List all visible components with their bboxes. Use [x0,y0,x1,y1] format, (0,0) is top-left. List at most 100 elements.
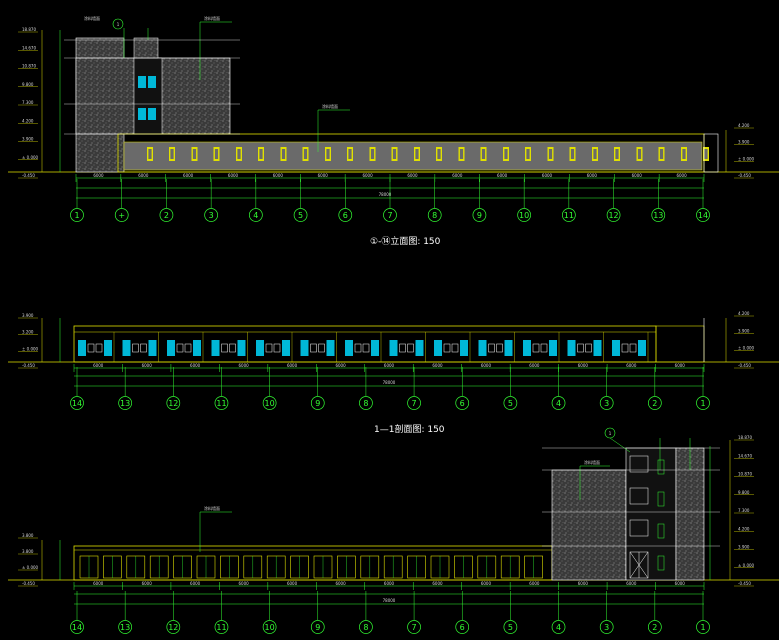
axis-bubble [551,396,566,410]
callout-label: 1 [117,22,120,27]
overall-dimension: 78000 [383,598,396,603]
segment-dimension: 6000 [542,173,553,178]
level-label: 3.900 [22,313,34,318]
annotation-label: 涂料墙面 [204,505,220,511]
segment-dimension: 6000 [287,581,298,586]
axis-bubble [517,208,531,222]
door [167,340,175,356]
axis-label: 9 [315,623,320,632]
level-label: -0.450 [738,173,751,178]
axis-bubble [647,396,662,410]
axis-label: 4 [556,623,561,632]
level-label: 3.900 [738,140,750,145]
door [460,340,468,356]
segment-dimension: 6000 [287,363,298,368]
axis-bubble [647,620,662,634]
segment-dimension: 6000 [578,581,589,586]
axis-label: 10 [519,211,529,220]
axis-label: 1 [700,623,705,632]
door [193,340,201,356]
axis-bubble [562,208,576,222]
axis-bubble [359,620,373,634]
level-label: ± 0.000 [738,563,755,568]
axis-bubble [696,620,710,634]
segment-dimension: 6000 [384,581,395,586]
segment-dimension: 6000 [228,173,239,178]
door [415,340,424,356]
level-label: ± 0.000 [22,155,39,160]
level-label: 10.870 [22,64,36,69]
level-label: 3.900 [738,545,750,550]
axis-label: 3 [604,623,609,632]
door [567,340,576,356]
axis-label: 9 [477,211,482,220]
drawing-title: 1—1剖面图: 150 [374,423,445,435]
segment-dimension: 6000 [676,173,687,178]
axis-label: 12 [168,623,178,632]
axis-label: 2 [652,399,657,408]
axis-bubble [310,396,325,410]
axis-label: 9 [315,399,320,408]
annotation-label: 涂料墙面 [204,15,220,21]
level-label: 4.200 [738,526,750,531]
segment-dimension: 6000 [318,173,329,178]
door [345,340,353,356]
segment-dimension: 6000 [183,173,194,178]
annotation-label: 涂料墙面 [322,103,338,109]
door [78,340,86,356]
axis-bubble [599,620,614,634]
long-bar-wall [123,141,703,171]
segment-dimension: 6000 [273,173,284,178]
segment-dimension: 6000 [142,581,153,586]
axis-bubble [338,208,353,222]
axis-label: 4 [253,211,258,220]
segment-dimension: 6000 [481,581,492,586]
segment-dimension: 6000 [452,173,463,178]
axis-label: 5 [298,211,303,220]
axis-label: 3 [209,211,214,220]
axis-bubble [159,208,174,222]
axis-label: 13 [120,399,130,408]
segment-dimension: 6000 [142,363,153,368]
axis-label: 14 [698,211,708,220]
tower-glazing [625,447,677,581]
axis-bubble [383,208,397,222]
level-label: 14.670 [738,453,752,458]
level-label: -0.450 [22,363,35,368]
axis-bubble [249,208,263,222]
axis-label: 10 [265,399,275,408]
level-label: 3.200 [22,330,34,335]
level-label: 9.800 [738,490,750,495]
door [549,340,557,356]
axis-bubble [310,620,325,634]
segment-dimension: 6000 [239,581,250,586]
axis-bubble [293,208,308,222]
level-label: 18.870 [738,435,752,440]
level-label: 7.300 [22,100,34,105]
axis-bubble [696,208,710,222]
axis-bubble [503,396,518,410]
axis-label: 2 [164,211,169,220]
door [148,340,157,356]
tower-block [551,469,627,581]
segment-dimension: 6000 [335,581,346,586]
axis-label: 13 [653,211,663,220]
axis-bubble [262,396,277,410]
axis-bubble [359,396,373,410]
segment-dimension: 6000 [432,581,443,586]
axis-bubble [407,620,421,634]
segment-dimension: 6000 [497,173,508,178]
axis-bubble [114,208,129,222]
door [638,340,646,356]
door [434,340,442,356]
segment-dimension: 6000 [239,363,250,368]
axis-bubble [70,396,84,410]
level-label: 3.800 [22,533,34,538]
overall-dimension: 78000 [383,380,396,385]
segment-dimension: 6000 [407,173,418,178]
level-label: ± 0.000 [22,565,39,570]
callout-label: 1 [609,431,612,436]
